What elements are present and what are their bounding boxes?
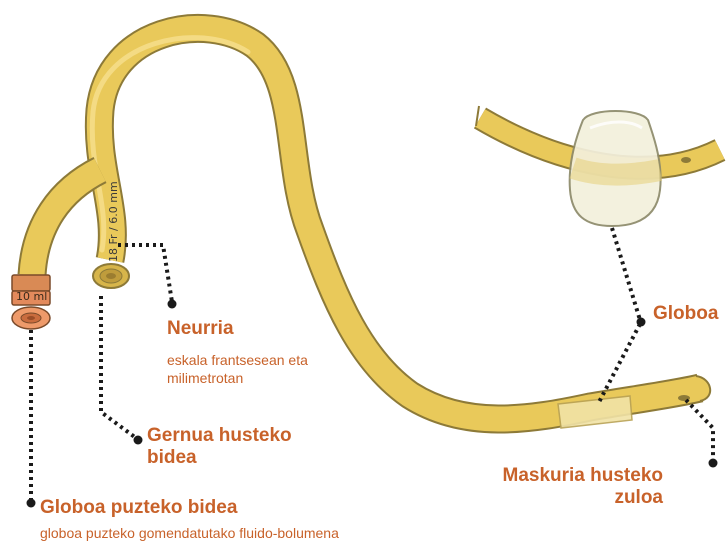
label-globoa-puzteko-bidea: Globoa puzteko bidea (40, 497, 237, 519)
inflated-balloon (570, 111, 661, 226)
label-maskuria-husteko-zuloa: Maskuria husteko zuloa (486, 465, 663, 509)
leader-gernua (101, 296, 136, 438)
inflation-arm (32, 170, 100, 275)
label-gernua-husteko-bidea: Gernua husteko bidea (147, 425, 327, 469)
label-globoa: Globoa (653, 303, 718, 325)
inflation-valve: 10 ml (12, 275, 50, 329)
label-neurria: Neurria (167, 318, 234, 340)
drainage-port (93, 264, 129, 288)
leader-maskuria (686, 400, 713, 460)
volume-marking: 10 ml (16, 290, 47, 303)
label-puzteko-description: globoa puzteko gomendatutako fluido-bolu… (40, 524, 339, 542)
size-marking: 18 Fr / 6.0 mm (107, 181, 120, 262)
leader-globoa-top (612, 228, 640, 320)
label-neurria-description: eskala frantsesean eta milimetrotan (167, 351, 357, 387)
